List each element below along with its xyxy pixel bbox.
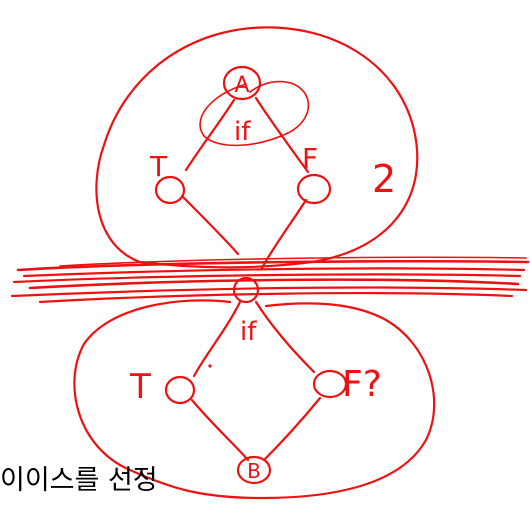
upper-count-label: 2 — [372, 157, 396, 201]
upper-edge-t-to-mid — [180, 194, 240, 256]
lower-if-label: if — [240, 317, 257, 347]
lower-edge-mid-to-t — [192, 300, 242, 378]
node-a-circle — [222, 65, 262, 101]
lower-edge-f-to-b — [262, 396, 322, 462]
node-b-label: B — [247, 459, 261, 483]
upper-edge-a-to-t — [184, 98, 236, 172]
caption-text: 이이스를 선정 — [0, 465, 158, 496]
lower-t-node — [164, 375, 196, 405]
node-b-circle — [236, 455, 272, 485]
upper-f-node — [296, 173, 332, 205]
stray-dot — [208, 364, 212, 368]
upper-inner-loop — [199, 80, 310, 147]
upper-enclosing-loop — [95, 26, 419, 269]
lower-f-node — [312, 369, 348, 399]
upper-edge-a-to-f — [254, 96, 310, 174]
upper-t-label: T — [149, 150, 168, 183]
middle-junction-node — [232, 276, 260, 304]
lower-edge-mid-to-f — [254, 300, 316, 374]
lower-enclosing-loop — [73, 299, 436, 500]
node-a-label: A — [234, 73, 249, 98]
lower-edge-t-to-b — [190, 398, 250, 462]
upper-t-node — [154, 175, 186, 205]
upper-f-label: F — [302, 142, 318, 175]
upper-if-label: if — [234, 117, 251, 147]
lower-t-label: T — [129, 367, 151, 407]
lower-f-label: F? — [342, 364, 382, 405]
scribbled-divider — [10, 256, 530, 304]
